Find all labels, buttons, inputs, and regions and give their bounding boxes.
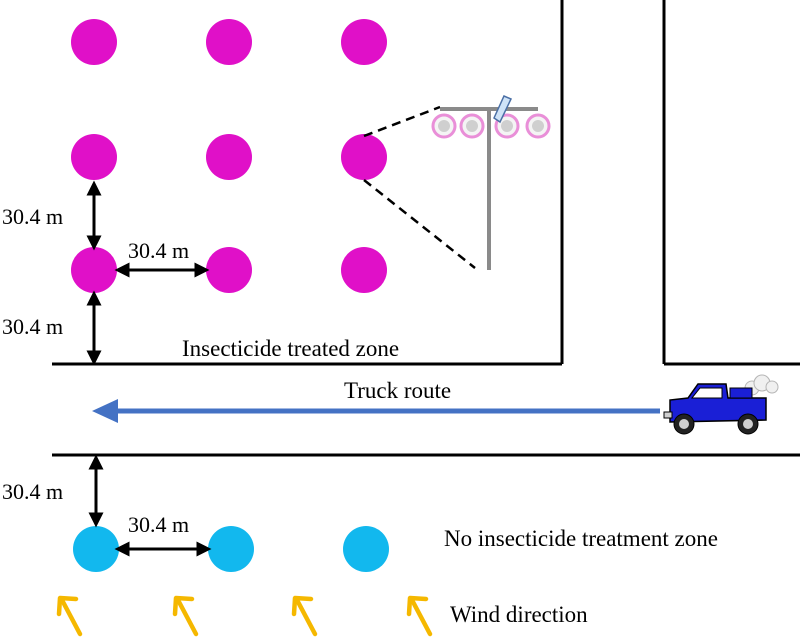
distance-markers-untreated (88, 454, 212, 557)
treated-zone-label: Insecticide treated zone (182, 336, 399, 361)
wind-arrow-icon (291, 595, 318, 637)
wind-arrows (56, 595, 433, 637)
distance-label-treated-vertical-top: 30.4 m (2, 204, 63, 229)
treated-trap (206, 134, 252, 180)
untreated-zone-label: No insecticide treatment zone (444, 526, 718, 551)
wind-arrow-icon (406, 595, 433, 637)
treated-trap (71, 247, 117, 293)
wind-arrow-icon (172, 595, 199, 637)
treated-trap-grid (71, 19, 387, 293)
treated-trap (71, 134, 117, 180)
distance-markers-treated (86, 180, 210, 366)
untreated-trap-row (73, 526, 389, 572)
pickup-truck-icon (663, 374, 779, 435)
truck-route-label: Truck route (344, 378, 451, 403)
untreated-trap (73, 526, 119, 572)
treated-trap (71, 19, 117, 65)
road-lines (52, 0, 800, 457)
distance-label-untreated-horizontal: 30.4 m (128, 512, 189, 537)
untreated-trap (343, 526, 389, 572)
treated-trap (341, 19, 387, 65)
treated-trap (206, 247, 252, 293)
wind-direction-label: Wind direction (450, 602, 588, 627)
distance-label-treated-horizontal: 30.4 m (128, 238, 189, 263)
distance-label-treated-vertical-bottom: 30.4 m (2, 314, 63, 339)
wind-arrow-icon (56, 595, 83, 637)
untreated-trap (208, 526, 254, 572)
trap-pole-icon (363, 95, 551, 270)
treated-trap (341, 134, 387, 180)
distance-label-untreated-vertical: 30.4 m (2, 479, 63, 504)
treated-trap (341, 247, 387, 293)
treated-trap (206, 19, 252, 65)
truck-route-arrow (92, 399, 660, 423)
